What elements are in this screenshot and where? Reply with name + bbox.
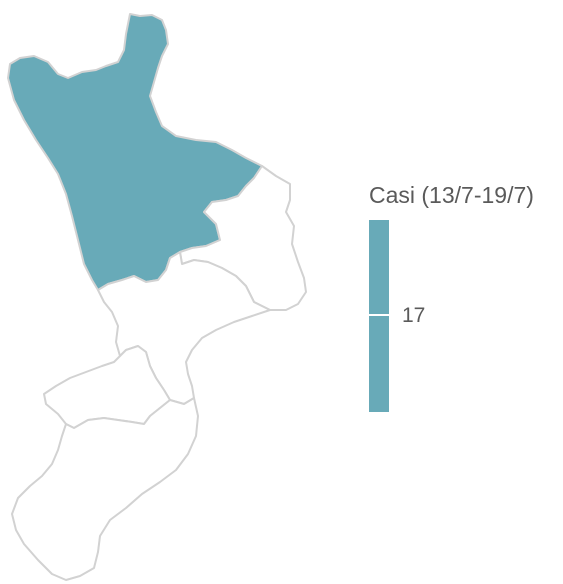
legend-title: Casi (13/7-19/7) [369,182,534,208]
legend-color-bar [369,220,389,412]
legend-value-label: 17 [402,304,426,327]
legend-tick [369,314,389,316]
region-reggio-calabria[interactable] [11,397,199,581]
legend-color-swatch [369,220,389,412]
